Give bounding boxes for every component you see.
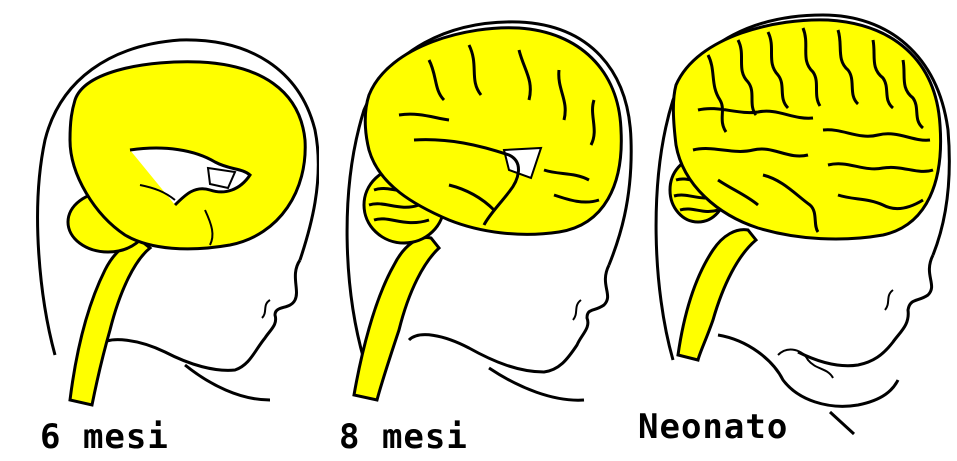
panel-6-months: 6 mesi — [0, 0, 319, 461]
label-6-months: 6 mesi — [40, 420, 169, 454]
brain-stem — [678, 230, 756, 360]
label-8-months: 8 mesi — [339, 420, 468, 454]
face-profile — [798, 255, 933, 366]
brain-stem — [354, 237, 439, 400]
head-newborn-illustration — [638, 0, 957, 461]
head-6-months-illustration — [0, 0, 319, 461]
ear-line — [885, 290, 893, 310]
label-newborn: Neonato — [638, 410, 788, 444]
label-pointer-mark — [828, 408, 868, 438]
head-8-months-illustration — [319, 0, 638, 461]
panel-newborn: Neonato — [638, 0, 957, 461]
ear-line — [573, 300, 581, 320]
ear-line — [262, 300, 270, 318]
face-profile — [409, 265, 609, 372]
brain-stem — [70, 240, 150, 405]
neck-line — [718, 335, 898, 406]
panel-8-months: 8 mesi — [319, 0, 638, 461]
